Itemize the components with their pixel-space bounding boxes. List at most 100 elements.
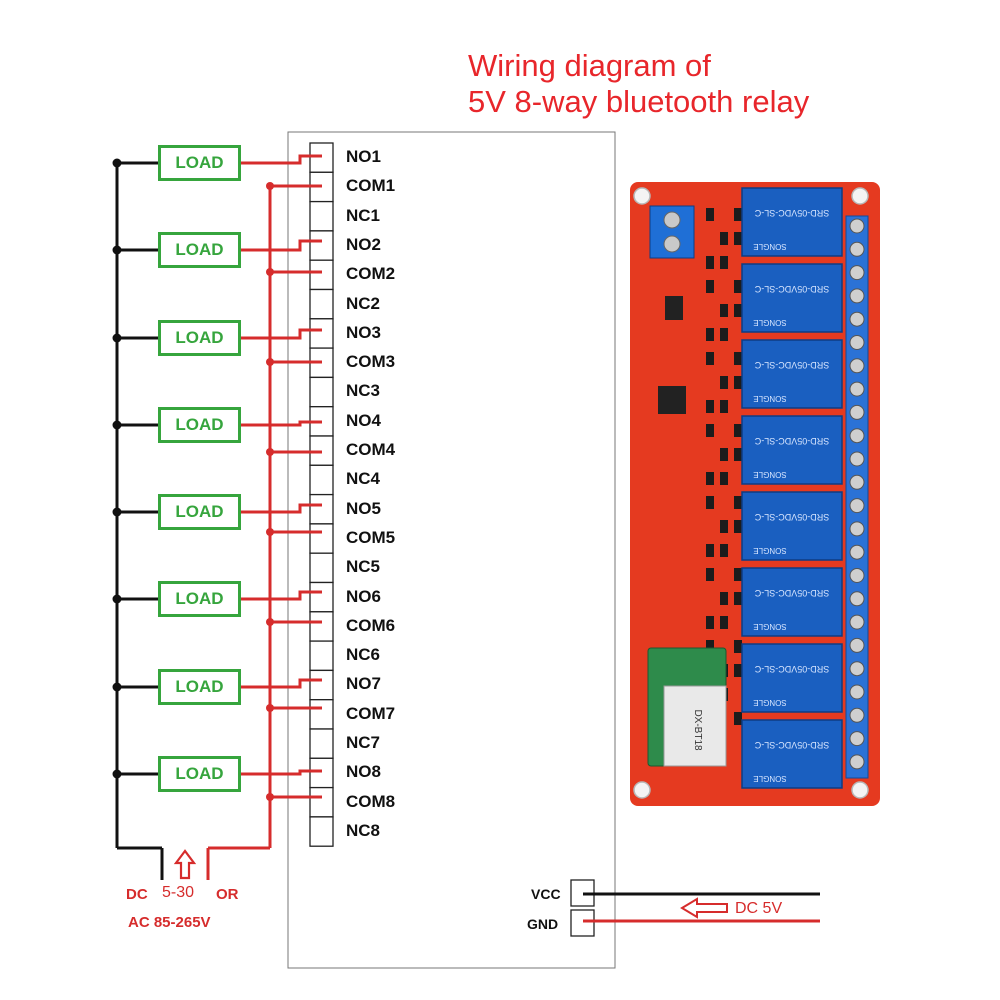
terminal-screw <box>849 568 865 583</box>
junction-dot <box>112 333 122 343</box>
junction-dot <box>266 448 274 456</box>
power-dc-label: DC <box>126 886 148 903</box>
junction-dot <box>266 793 274 801</box>
relay-board-image: DX-BT18SRD-05VDC-SL-CSONGLESRD-05VDC-SL-… <box>630 182 880 806</box>
smd-component <box>706 568 714 581</box>
relay-model-label: SRD-05VDC-SL-C <box>754 588 829 598</box>
junction-dot <box>112 158 122 168</box>
smd-component <box>720 544 728 557</box>
smd-component <box>734 208 742 221</box>
smd-component <box>706 400 714 413</box>
smd-component <box>720 232 728 245</box>
terminal-screw <box>849 498 865 514</box>
junction-dot <box>266 358 274 366</box>
regulator-chip <box>665 296 683 320</box>
smd-component <box>734 232 742 245</box>
smd-component <box>734 592 742 605</box>
terminal-screw <box>849 614 865 630</box>
smd-component <box>706 640 714 653</box>
junction-dot <box>112 682 122 692</box>
load-no-wire <box>241 420 322 427</box>
load-no-wire <box>241 678 322 689</box>
module-outline <box>287 131 616 969</box>
diagram-title: Wiring diagram of 5V 8-way bluetooth rel… <box>468 48 809 120</box>
terminal-label-com6: COM6 <box>346 615 396 635</box>
terminal-label-com1: COM1 <box>346 176 396 196</box>
bluetooth-module <box>663 685 727 767</box>
terminal-label-no4: NO4 <box>346 410 381 430</box>
load-box: LOAD <box>158 494 241 530</box>
terminal-cell <box>309 200 334 232</box>
smd-component <box>720 256 728 269</box>
relay-model-label: SRD-05VDC-SL-C <box>754 436 829 446</box>
terminal-screw <box>849 451 865 467</box>
junction-dot <box>266 528 274 536</box>
relay-model-label: SRD-05VDC-SL-C <box>754 512 829 522</box>
terminal-screw <box>849 591 865 607</box>
smd-component <box>734 448 742 461</box>
junction-dot <box>266 704 274 712</box>
terminal-label-nc8: NC8 <box>346 820 381 840</box>
terminal-cell <box>309 581 334 613</box>
terminal-cell <box>309 318 334 349</box>
mount-hole <box>851 187 869 205</box>
title-line-1: Wiring diagram of <box>468 48 711 83</box>
terminal-label-no7: NO7 <box>346 674 381 694</box>
load-no-wire <box>241 590 322 601</box>
terminal-label-no8: NO8 <box>346 762 381 782</box>
smd-component <box>720 592 728 605</box>
terminal-cell <box>309 757 334 789</box>
terminal-label-no3: NO3 <box>346 322 381 342</box>
output-terminal-block <box>845 215 869 779</box>
load-no-wire <box>241 769 322 776</box>
junction-dot <box>112 245 122 255</box>
smd-component <box>734 664 742 677</box>
mount-hole <box>851 781 869 799</box>
junction-dot <box>266 182 274 190</box>
terminal-screw <box>849 335 865 350</box>
junction-dot <box>112 594 122 604</box>
terminal-screw <box>849 474 865 490</box>
terminal-screw <box>849 241 865 257</box>
smd-component <box>720 304 728 317</box>
load-box: LOAD <box>158 581 241 617</box>
relay-body <box>741 415 843 485</box>
junction-dot <box>112 769 122 779</box>
terminal-screw <box>849 358 865 374</box>
terminal-screw <box>849 707 865 723</box>
terminal-cell <box>309 523 334 554</box>
load-no-wire <box>241 328 322 340</box>
relay-body <box>741 491 843 561</box>
relay-model-label: SRD-05VDC-SL-C <box>754 740 829 750</box>
terminal-cell <box>309 230 334 261</box>
terminal-label-com4: COM4 <box>346 440 396 459</box>
title-line-2: 5V 8-way bluetooth relay <box>468 84 810 119</box>
terminal-cell <box>309 259 334 291</box>
power-range-label: 5-30 <box>162 884 195 901</box>
smd-component <box>720 616 728 629</box>
smd-component <box>720 400 728 413</box>
terminal-cell <box>309 611 334 642</box>
junction-dot <box>112 420 122 430</box>
smd-component <box>706 616 714 629</box>
relay-body <box>741 719 843 789</box>
smd-component <box>734 520 742 533</box>
terminal-cell <box>309 142 334 173</box>
relay-body <box>741 187 843 257</box>
smd-component <box>706 208 714 221</box>
terminal-label-no2: NO2 <box>346 234 381 254</box>
power-or-label: OR <box>216 886 239 903</box>
smd-component <box>720 520 728 533</box>
smd-component <box>706 256 714 269</box>
relay-brand-label: SONGLE <box>753 622 786 631</box>
terminal-cell <box>309 288 334 320</box>
vcc-label: VCC <box>531 886 561 902</box>
gnd-terminal <box>570 909 595 937</box>
load-box: LOAD <box>158 756 241 792</box>
junction-dot <box>266 618 274 626</box>
terminal-screw <box>849 428 865 444</box>
terminal-label-no6: NO6 <box>346 586 381 606</box>
junction-dot <box>266 268 274 276</box>
smd-component <box>734 496 742 509</box>
